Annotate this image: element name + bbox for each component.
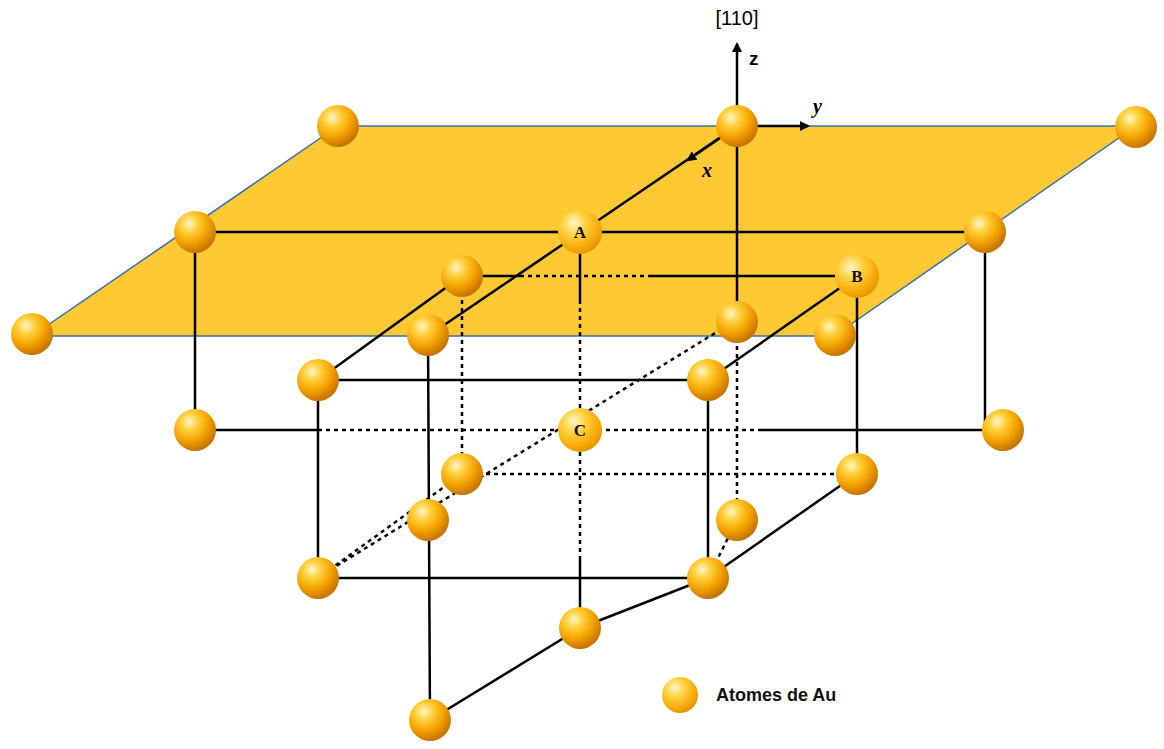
- lattice-bond: [708, 474, 857, 578]
- axes: [688, 44, 808, 160]
- lattice-bond: [462, 473, 857, 476]
- gold-atom: [174, 211, 216, 253]
- lattice-bond: [428, 126, 737, 336]
- atom-label: A: [574, 224, 586, 241]
- gold-atom: [716, 105, 758, 147]
- lattice-bond: [318, 276, 462, 380]
- lattice-bond: [461, 276, 464, 474]
- gold-atom: [559, 607, 601, 649]
- gold-atom: [11, 313, 53, 355]
- lattice-bond: [430, 628, 580, 720]
- lattice-bond: [650, 275, 857, 278]
- legend-row: Atomes de Au: [662, 677, 836, 713]
- gold-atom: [174, 409, 216, 451]
- gold-atom: [317, 105, 359, 147]
- labeled-atom: C: [558, 408, 602, 452]
- gold-atom: [441, 453, 483, 495]
- lattice-lines: [195, 126, 1003, 720]
- lattice-bond: [856, 276, 859, 474]
- gold-atom: [409, 699, 451, 741]
- direction-label: [110]: [716, 8, 759, 28]
- lattice-bond: [520, 275, 650, 278]
- axis-label: y: [813, 96, 822, 116]
- gold-atom: [687, 557, 729, 599]
- gold-atoms: [11, 105, 1157, 741]
- plane-110: [32, 126, 1136, 336]
- hidden-lines: [318, 276, 857, 578]
- lattice-bond: [317, 380, 320, 578]
- gold-atom: [441, 255, 483, 297]
- atom-label: B: [851, 268, 862, 285]
- lattice-bond: [707, 380, 710, 578]
- gold-atom: [1115, 106, 1157, 148]
- legend-text: Atomes de Au: [716, 685, 836, 706]
- gold-atom: [836, 453, 878, 495]
- lattice-bond: [194, 232, 197, 430]
- lattice-bond: [984, 232, 987, 430]
- gold-atom: [407, 499, 449, 541]
- lattice-bond: [318, 474, 462, 578]
- gold-atom: [716, 499, 758, 541]
- gold-atom: [407, 314, 449, 356]
- lattice-bond: [330, 330, 720, 570]
- labeled-atom: B: [835, 254, 879, 298]
- lattice-bond: [318, 379, 708, 382]
- lattice-bond: [736, 126, 739, 322]
- lattice-bond: [318, 577, 708, 580]
- gold-atom: [297, 359, 339, 401]
- lattice-bond: [708, 276, 857, 380]
- gold-atom: [716, 301, 758, 343]
- gold-atom: [814, 314, 856, 356]
- gold-atom: [982, 409, 1024, 451]
- axis-label: z: [749, 49, 759, 68]
- legend-swatch: [662, 677, 698, 713]
- lattice-bond: [760, 429, 1003, 432]
- atom-label: C: [574, 422, 586, 439]
- lattice-bond: [318, 429, 760, 432]
- lattice-bond: [736, 322, 739, 520]
- labeled-atom: A: [558, 210, 602, 254]
- gold-atom: [964, 211, 1006, 253]
- axis-label: x: [702, 160, 712, 180]
- gold-atom: [687, 359, 729, 401]
- gold-atom: [297, 557, 339, 599]
